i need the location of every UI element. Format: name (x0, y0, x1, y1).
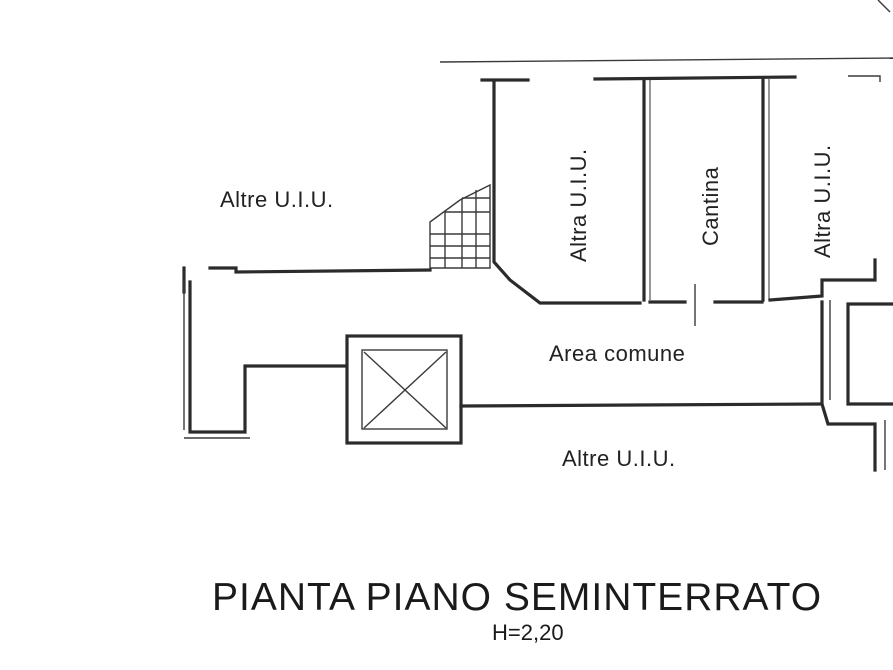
corridor-left-wall-2 (188, 280, 347, 434)
elevator-shaft-inner (361, 349, 448, 430)
right-room-wall (846, 302, 893, 406)
room-label-bottom-other-units: Altre U.I.U. (562, 446, 676, 471)
corridor-top-wall (208, 266, 432, 274)
room-label-other-unit-2: Altra U.I.U. (810, 144, 835, 258)
top-corner-arc (877, 0, 891, 13)
top-boundary-line (439, 57, 893, 63)
room-label-common-area: Area comune (549, 341, 685, 366)
room-label-left-other-units: Altre U.I.U. (220, 187, 334, 212)
room-label-cellar: Cantina (698, 166, 723, 246)
storage-top-wall-3 (848, 75, 881, 82)
plan-height-note: H=2,20 (492, 620, 564, 645)
right-junction-wall (820, 300, 877, 472)
staircase-outline (429, 183, 491, 269)
storage-top-wall-2 (593, 75, 797, 81)
storage-left-wall (492, 80, 642, 305)
room-label-other-unit-1: Altra U.I.U. (566, 148, 591, 262)
corridor-bottom-wall (459, 402, 822, 408)
storage-bottom-wall-3 (768, 258, 877, 302)
plan-title: PIANTA PIANO SEMINTERRATO (212, 576, 822, 619)
elevator-shaft-outer (345, 334, 463, 445)
elevator-cross (363, 351, 447, 429)
